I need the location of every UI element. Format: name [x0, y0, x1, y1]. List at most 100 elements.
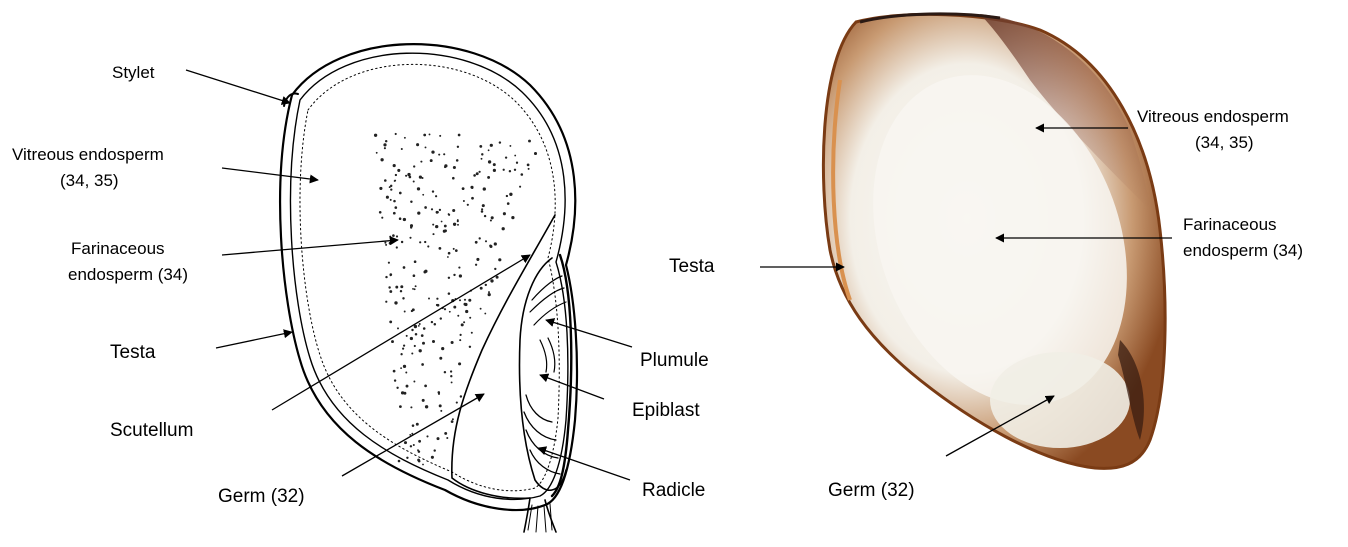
stipple-dot — [514, 169, 516, 171]
stipple-dot — [488, 149, 490, 151]
stipple-dot — [402, 297, 404, 299]
stipple-dot — [413, 165, 415, 167]
stipple-dot — [458, 134, 461, 137]
stipple-dot — [400, 367, 402, 369]
stipple-dot — [425, 146, 427, 148]
stipple-dot — [439, 357, 442, 360]
stipple-dot — [496, 276, 499, 279]
stipple-dot — [418, 325, 420, 327]
stipple-dot — [440, 410, 442, 412]
stipple-dot — [465, 310, 468, 313]
stipple-dot — [403, 344, 405, 346]
arrow-vitreous — [222, 168, 318, 180]
stipple-dot — [452, 418, 454, 420]
stipple-dot — [451, 341, 454, 344]
stipple-dot — [412, 308, 415, 311]
stipple-dot — [452, 209, 455, 212]
stipple-dot — [424, 241, 426, 243]
seed-coat-inner — [291, 53, 568, 499]
stipple-dot — [420, 161, 422, 163]
stipple-dot — [427, 245, 429, 247]
stipple-dot — [488, 291, 490, 293]
stipple-dot — [402, 348, 404, 350]
stipple-dot — [487, 176, 490, 179]
epiblast-stroke — [548, 338, 555, 372]
stipple-dot — [481, 153, 483, 155]
stipple-dot — [475, 264, 477, 266]
stipple-dot — [499, 141, 501, 143]
stipple-dot — [422, 342, 425, 345]
seed-line-drawing — [280, 44, 577, 532]
stipple-dot — [439, 135, 441, 137]
stipple-dot — [488, 293, 491, 296]
stipple-dot — [393, 164, 396, 167]
stipple-dot — [415, 333, 418, 336]
radicle-stroke — [526, 395, 552, 422]
stipple-dot — [450, 375, 452, 377]
stipple-dot — [409, 237, 411, 239]
stipple-dot — [514, 155, 516, 157]
label-vitreous-line2: (34, 35) — [60, 171, 119, 190]
stipple-dot — [437, 437, 440, 440]
stipple-dot — [503, 212, 506, 215]
stipple-dot — [388, 262, 390, 264]
stipple-dot — [506, 195, 508, 197]
stipple-dot — [464, 303, 467, 306]
stipple-dot — [473, 174, 476, 177]
stipple-dot — [469, 317, 471, 319]
stipple-dot — [469, 346, 471, 348]
stipple-dot — [527, 164, 530, 167]
stipple-dot — [490, 279, 493, 282]
stipple-dot — [393, 200, 396, 203]
stipple-dot — [521, 173, 524, 176]
stipple-dot — [421, 334, 424, 337]
germ-region — [990, 352, 1130, 448]
stipple-dot — [456, 159, 459, 162]
stipple-dot — [374, 134, 377, 137]
stipple-dot — [444, 229, 447, 232]
stipple-dot — [488, 160, 491, 163]
stipple-dot — [431, 208, 433, 210]
stipple-dot — [422, 194, 424, 196]
stipple-dot — [480, 287, 483, 290]
stipple-dot — [396, 246, 398, 248]
stipple-dot — [431, 150, 434, 153]
stipple-dot — [401, 148, 403, 150]
stipple-dot — [397, 169, 400, 172]
stipple-dot — [485, 284, 487, 286]
stipple-dot — [446, 437, 448, 439]
stipple-dot — [410, 337, 413, 340]
stipple-dot — [379, 211, 382, 214]
label-plumule: Plumule — [640, 350, 709, 371]
stipple-dot — [453, 223, 456, 226]
stipple-dot — [437, 304, 440, 307]
stipple-dot — [419, 349, 422, 352]
label-vitreous-right-line1: Vitreous endosperm — [1137, 107, 1289, 126]
stipple-dot — [384, 242, 386, 244]
stipple-dot — [405, 175, 407, 177]
stipple-dot — [485, 240, 487, 242]
stipple-dot — [415, 285, 417, 287]
stipple-dot — [401, 241, 403, 243]
stipple-dot — [459, 299, 461, 301]
stipple-dot — [481, 158, 483, 160]
stipple-dot — [385, 244, 387, 246]
stipple-dot — [435, 225, 438, 228]
stipple-dot — [395, 133, 397, 135]
stipple-dot — [429, 133, 431, 135]
stipple-dot — [418, 440, 421, 443]
stipple-dot — [384, 147, 386, 149]
stipple-dot — [406, 385, 409, 388]
stipple-dot — [406, 457, 408, 459]
stipple-dot — [419, 241, 421, 243]
stipple-dot — [475, 241, 478, 244]
stipple-dot — [389, 320, 392, 323]
arrow-testa — [216, 332, 292, 348]
stipple-dot — [390, 199, 392, 201]
stipple-dot — [463, 321, 465, 323]
stipple-dot — [458, 362, 461, 365]
arrow-stylet — [186, 70, 290, 103]
stipple-dot — [395, 286, 398, 289]
stipple-dot — [457, 146, 459, 148]
stipple-dot — [412, 288, 414, 290]
